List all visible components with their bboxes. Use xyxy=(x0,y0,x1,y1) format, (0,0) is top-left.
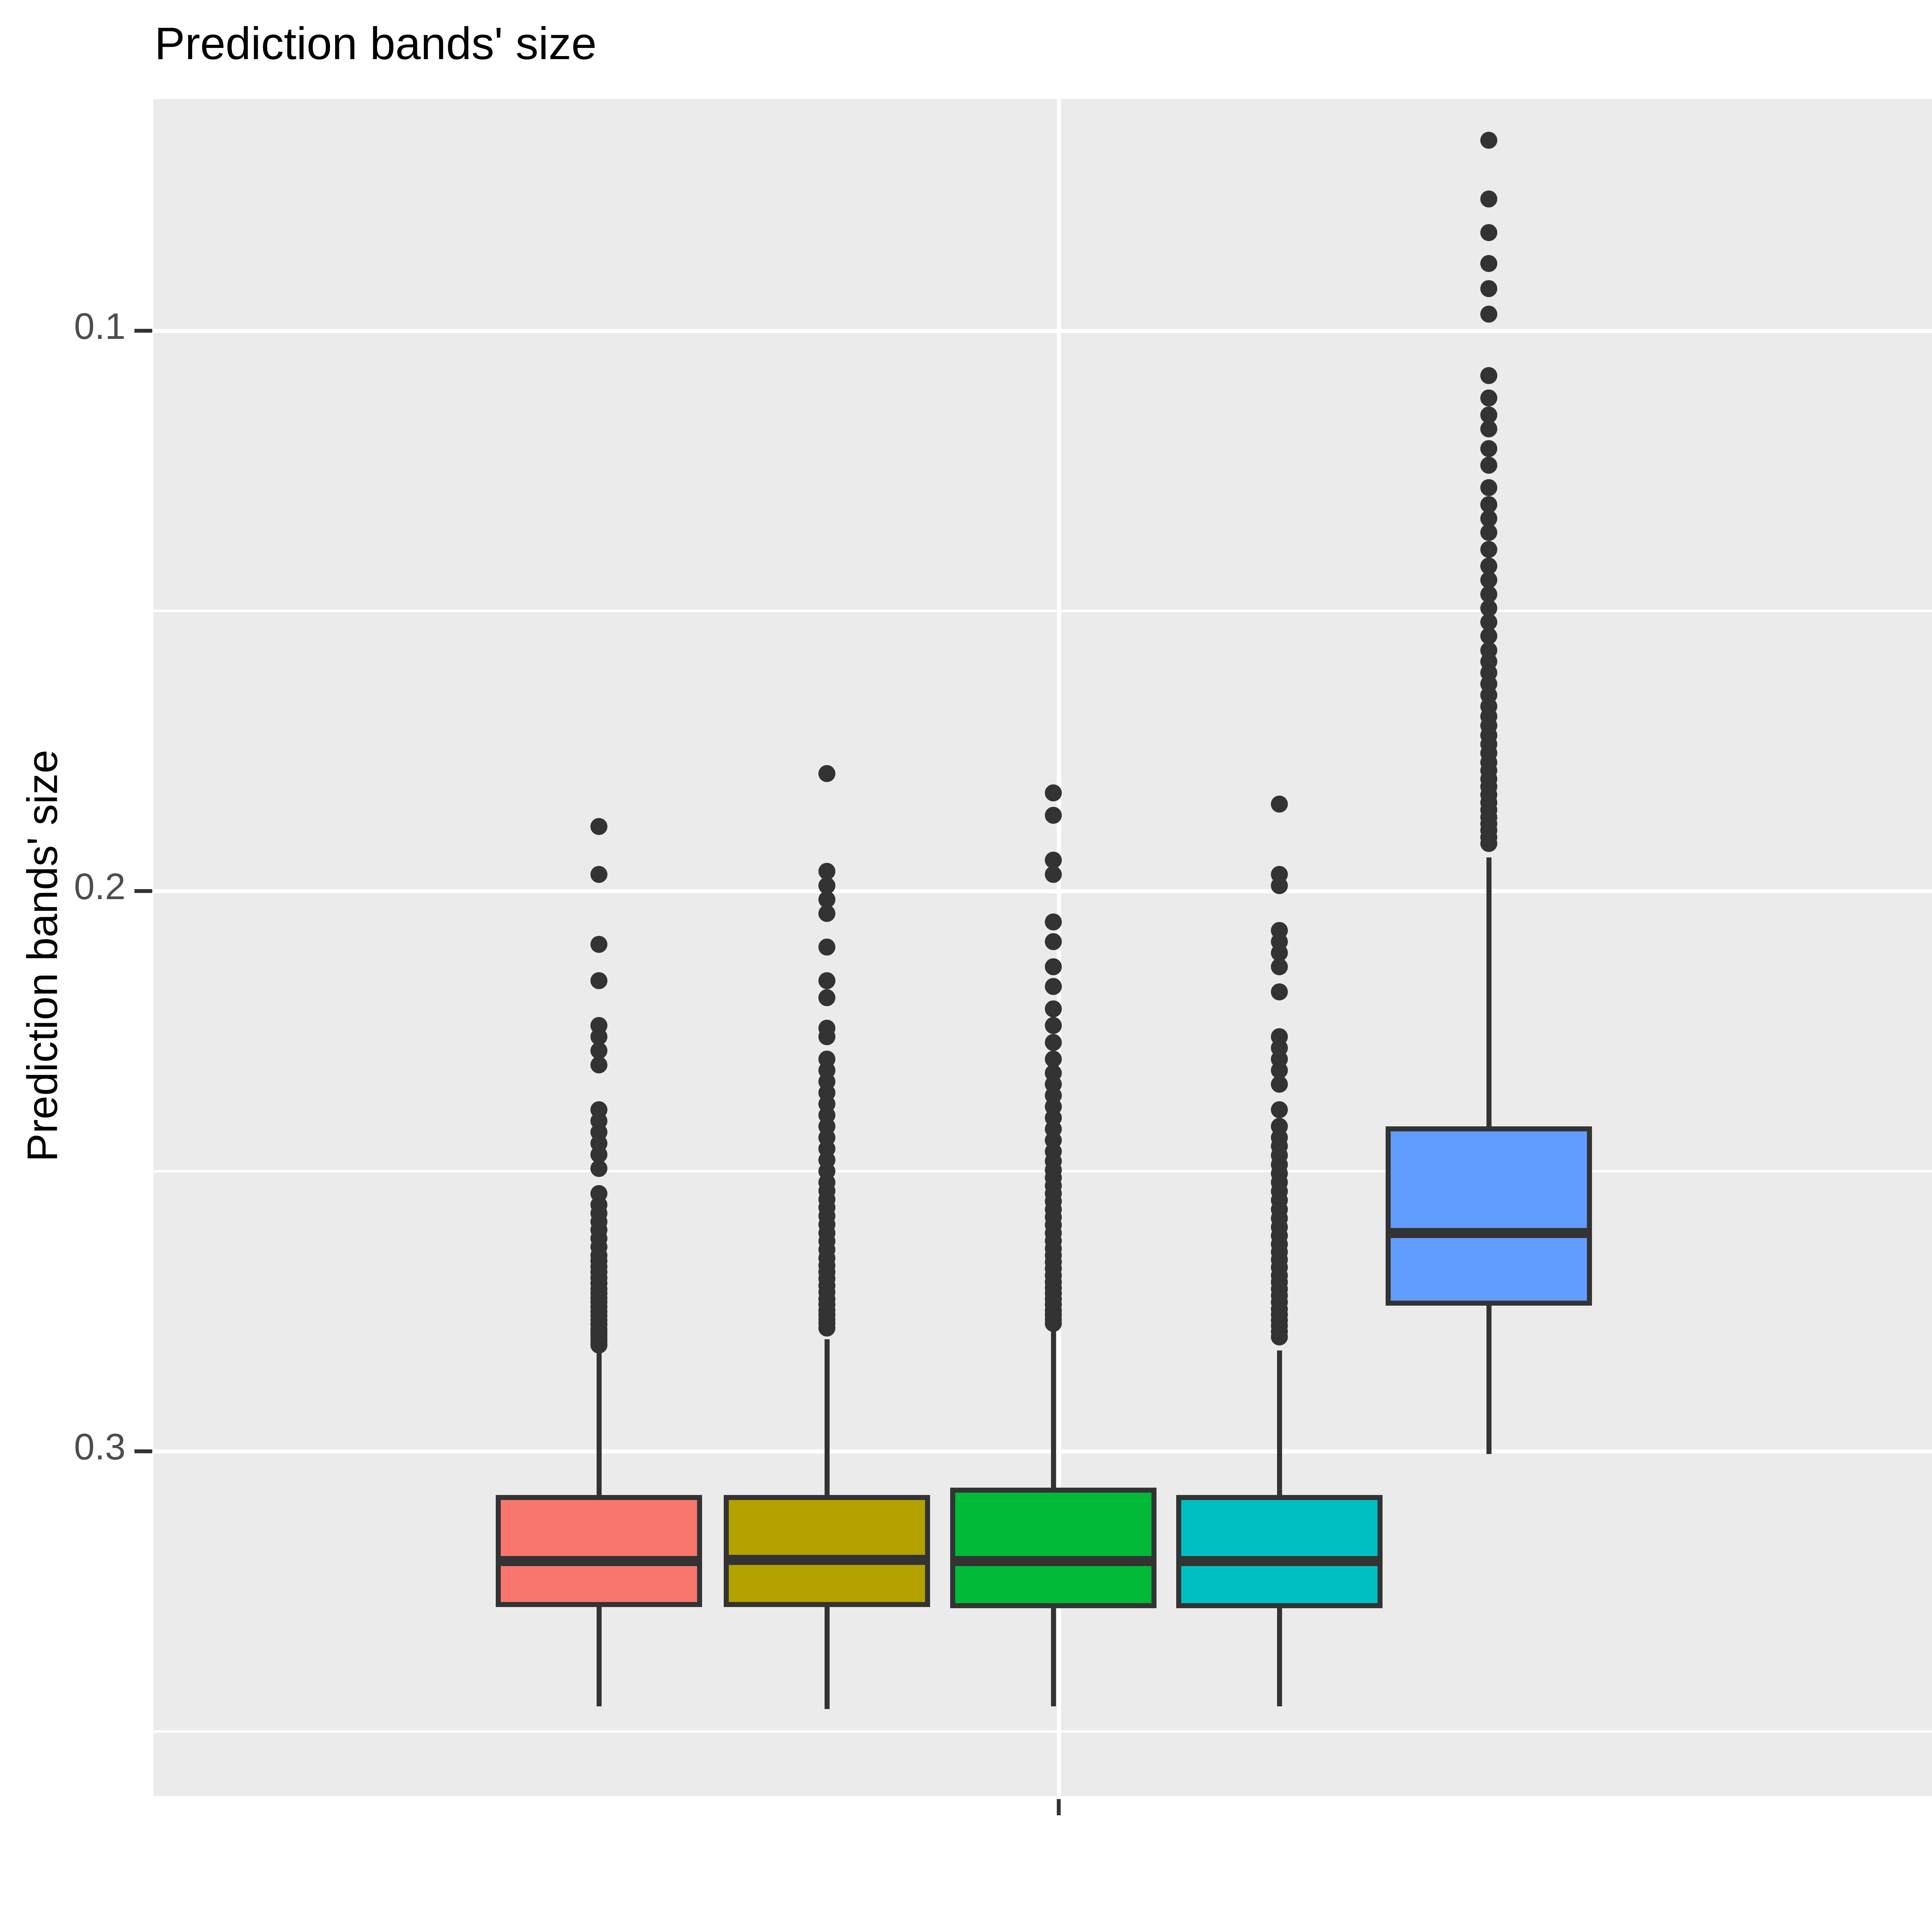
outlier-point xyxy=(1480,420,1497,437)
outlier-point xyxy=(1480,132,1497,149)
box-iqr xyxy=(496,1495,702,1607)
boxplot-5 xyxy=(153,99,1932,1796)
outlier-point xyxy=(818,972,835,989)
outlier-point xyxy=(1045,913,1062,930)
outlier-point xyxy=(1045,866,1062,883)
outlier-point xyxy=(590,1056,607,1073)
outlier-point xyxy=(1480,479,1497,496)
y-tick-mark xyxy=(134,1449,152,1453)
whisker-upper xyxy=(825,1339,830,1495)
outlier-point xyxy=(1271,958,1288,975)
outlier-point xyxy=(1480,255,1497,272)
boxplot-2 xyxy=(153,99,1932,1796)
outlier-point xyxy=(1271,877,1288,894)
outlier-point xyxy=(1480,367,1497,384)
median-line xyxy=(1386,1228,1592,1238)
y-tick-label: 0.3 xyxy=(74,1426,126,1468)
x-tick-mark xyxy=(1057,1799,1061,1815)
y-tick-label: 0.2 xyxy=(74,866,126,907)
outlier-point xyxy=(818,989,835,1006)
outlier-point xyxy=(1480,440,1497,457)
outlier-point xyxy=(1271,983,1288,1000)
whisker-lower xyxy=(1277,1608,1282,1706)
boxplot-3 xyxy=(153,99,1932,1796)
outlier-point xyxy=(1480,541,1497,558)
outlier-point xyxy=(590,1336,607,1354)
outlier-point xyxy=(1480,835,1497,852)
box-iqr xyxy=(950,1488,1156,1608)
outlier-point xyxy=(1045,1000,1062,1017)
outlier-point xyxy=(1045,807,1062,824)
whisker-upper xyxy=(1277,1350,1282,1495)
gridline-major xyxy=(153,329,1932,333)
page-title: Prediction bands' size xyxy=(155,18,597,69)
median-line xyxy=(1176,1556,1383,1566)
outlier-point xyxy=(1045,958,1062,975)
plot-panel xyxy=(153,99,1932,1796)
boxplot-1 xyxy=(153,99,1932,1796)
outlier-point xyxy=(590,972,607,989)
gridline-major xyxy=(153,889,1932,893)
outlier-point xyxy=(590,1160,607,1177)
outlier-point xyxy=(590,818,607,835)
gridline-minor xyxy=(153,610,1932,612)
outlier-point xyxy=(818,1028,835,1045)
outlier-point xyxy=(818,765,835,782)
box-iqr xyxy=(1176,1495,1383,1608)
outlier-point xyxy=(1480,389,1497,406)
outlier-point xyxy=(1045,1034,1062,1051)
outlier-point xyxy=(1271,1076,1288,1093)
outlier-point xyxy=(1045,1315,1062,1332)
gridline-minor xyxy=(153,1730,1932,1733)
whisker-upper xyxy=(1051,1331,1056,1488)
outlier-point xyxy=(1045,1017,1062,1034)
boxplot-4 xyxy=(153,99,1932,1796)
whisker-lower xyxy=(1486,1306,1492,1454)
outlier-point xyxy=(1045,933,1062,950)
outlier-point xyxy=(590,935,607,953)
box-iqr xyxy=(724,1495,930,1607)
outlier-point xyxy=(818,905,835,922)
outlier-point xyxy=(1045,978,1062,995)
y-axis-title: Prediction bands' size xyxy=(19,750,66,1162)
median-line xyxy=(950,1556,1156,1566)
outlier-point xyxy=(1480,280,1497,298)
outlier-point xyxy=(1480,524,1497,541)
gridline-major xyxy=(153,1449,1932,1454)
box-iqr xyxy=(1386,1126,1592,1306)
outlier-point xyxy=(818,1320,835,1337)
whisker-lower xyxy=(825,1607,830,1709)
outlier-point xyxy=(1480,224,1497,242)
outlier-point xyxy=(590,866,607,883)
y-tick-label: 0.1 xyxy=(74,306,126,347)
whisker-upper xyxy=(597,1353,602,1495)
y-tick-mark xyxy=(134,329,152,333)
outlier-point xyxy=(1480,457,1497,474)
outlier-point xyxy=(1271,796,1288,813)
outlier-point xyxy=(818,939,835,956)
y-tick-mark xyxy=(134,889,152,893)
median-line xyxy=(496,1556,702,1566)
outlier-point xyxy=(1045,784,1062,802)
median-line xyxy=(724,1555,930,1565)
whisker-lower xyxy=(597,1607,602,1706)
gridline-minor xyxy=(153,1170,1932,1172)
outlier-point xyxy=(1480,305,1497,323)
outlier-point xyxy=(1480,190,1497,208)
outlier-point xyxy=(1271,1328,1288,1346)
whisker-upper xyxy=(1486,857,1492,1126)
outlier-point xyxy=(1271,1101,1288,1118)
whisker-lower xyxy=(1051,1608,1056,1706)
